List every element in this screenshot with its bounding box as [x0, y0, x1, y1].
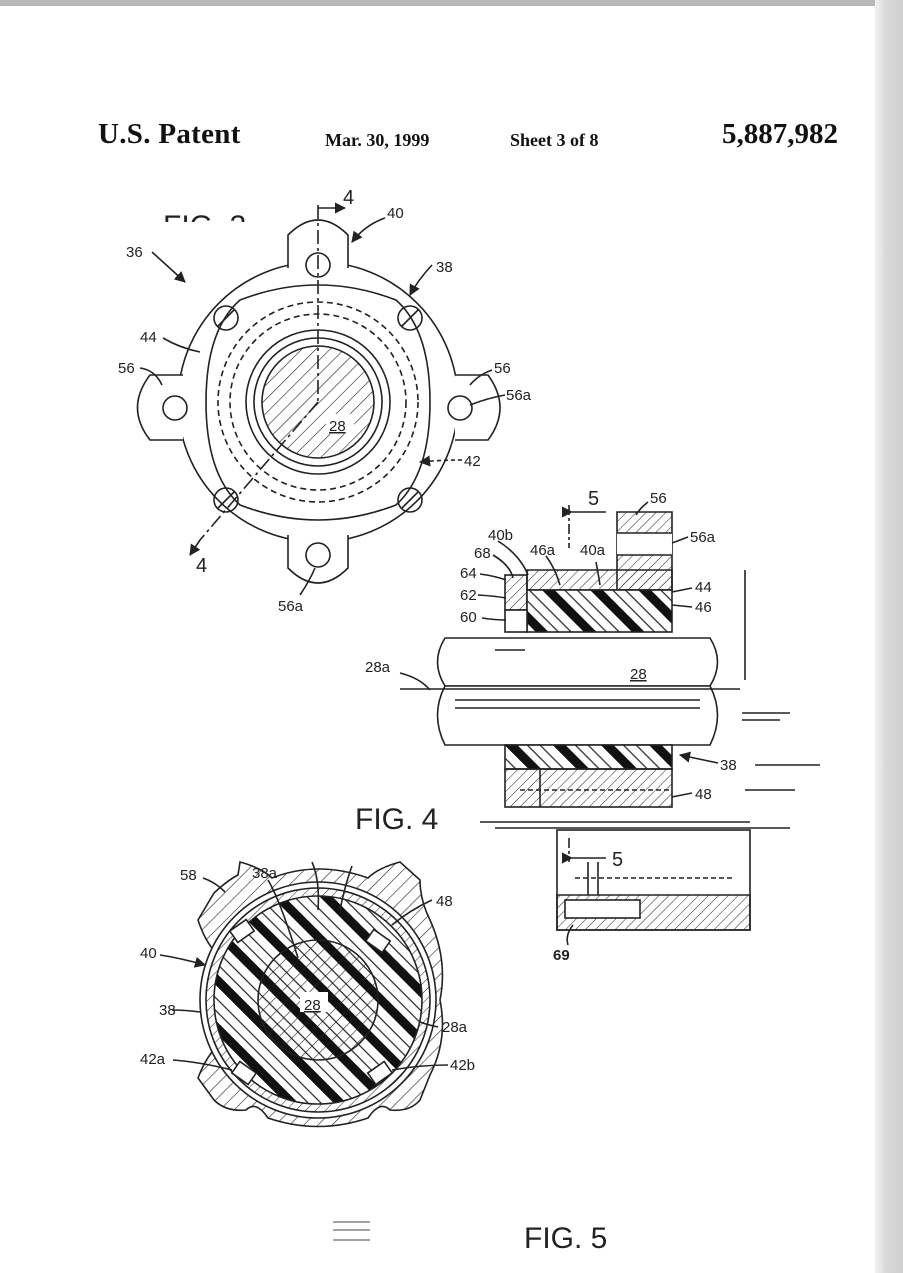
fig4-ref-28a: 28a [365, 659, 391, 676]
fig4-ref-46: 46 [695, 599, 712, 616]
fig4-ref-48: 48 [695, 786, 712, 803]
fig3-section-mark: 4 [343, 187, 354, 209]
fig5-drawing [160, 862, 448, 1127]
fig3-ref-40: 40 [387, 205, 404, 222]
fig3-ref-38: 38 [436, 259, 453, 276]
fig3-caption-partial: FIG. 3 [163, 210, 246, 243]
fig5-ref-38: 38 [159, 1002, 176, 1019]
fig4-section-mark-lower: 5 [612, 849, 623, 871]
fig4-ref-64: 64 [460, 565, 477, 582]
fig3-ref-56a-bottom: 56a [278, 598, 304, 615]
fig5-ref-38a: 38a [252, 865, 278, 882]
fig4-ref-56: 56 [650, 490, 667, 507]
fig5-ref-58: 58 [180, 867, 197, 884]
fig3-ref-28: 28 [329, 418, 346, 435]
fig3-ref-42: 42 [464, 453, 481, 470]
fig4-ref-44: 44 [695, 579, 712, 596]
scan-artifacts [333, 1222, 370, 1240]
fig4-ref-56a: 56a [690, 529, 716, 546]
fig4-ref-46a: 46a [530, 542, 556, 559]
fig4-ref-60: 60 [460, 609, 477, 626]
fig5-ref-28: 28 [304, 997, 321, 1014]
fig4-ref-28: 28 [630, 666, 647, 683]
scan-right-edge [875, 0, 903, 1273]
fig4-ref-40a: 40a [580, 542, 606, 559]
fig3-ref-56-right: 56 [494, 360, 511, 377]
fig5-ref-42b: 42b [450, 1057, 475, 1074]
fig3-ref-56a-right: 56a [506, 387, 532, 404]
fig4-caption: FIG. 4 [355, 803, 438, 836]
fig4-ref-62: 62 [460, 587, 477, 604]
fig5-ref-48: 48 [436, 893, 453, 910]
fig4-section-mark: 5 [588, 488, 599, 510]
fig3-ref-36: 36 [126, 244, 143, 261]
fig4-ref-68: 68 [474, 545, 491, 562]
fig3-ref-44: 44 [140, 329, 157, 346]
fig5-caption: FIG. 5 [524, 1222, 607, 1255]
patent-drawing: FIG. 3 [0, 0, 875, 1273]
fig4-ref-69: 69 [553, 947, 570, 964]
fig4-ref-40b: 40b [488, 527, 513, 544]
fig5-ref-40: 40 [140, 945, 157, 962]
fig3-section-mark-lower: 4 [196, 555, 207, 577]
fig5-ref-28a: 28a [442, 1019, 468, 1036]
fig4-ref-38: 38 [720, 757, 737, 774]
fig5-ref-42a: 42a [140, 1051, 166, 1068]
fig3-ref-56-left: 56 [118, 360, 135, 377]
